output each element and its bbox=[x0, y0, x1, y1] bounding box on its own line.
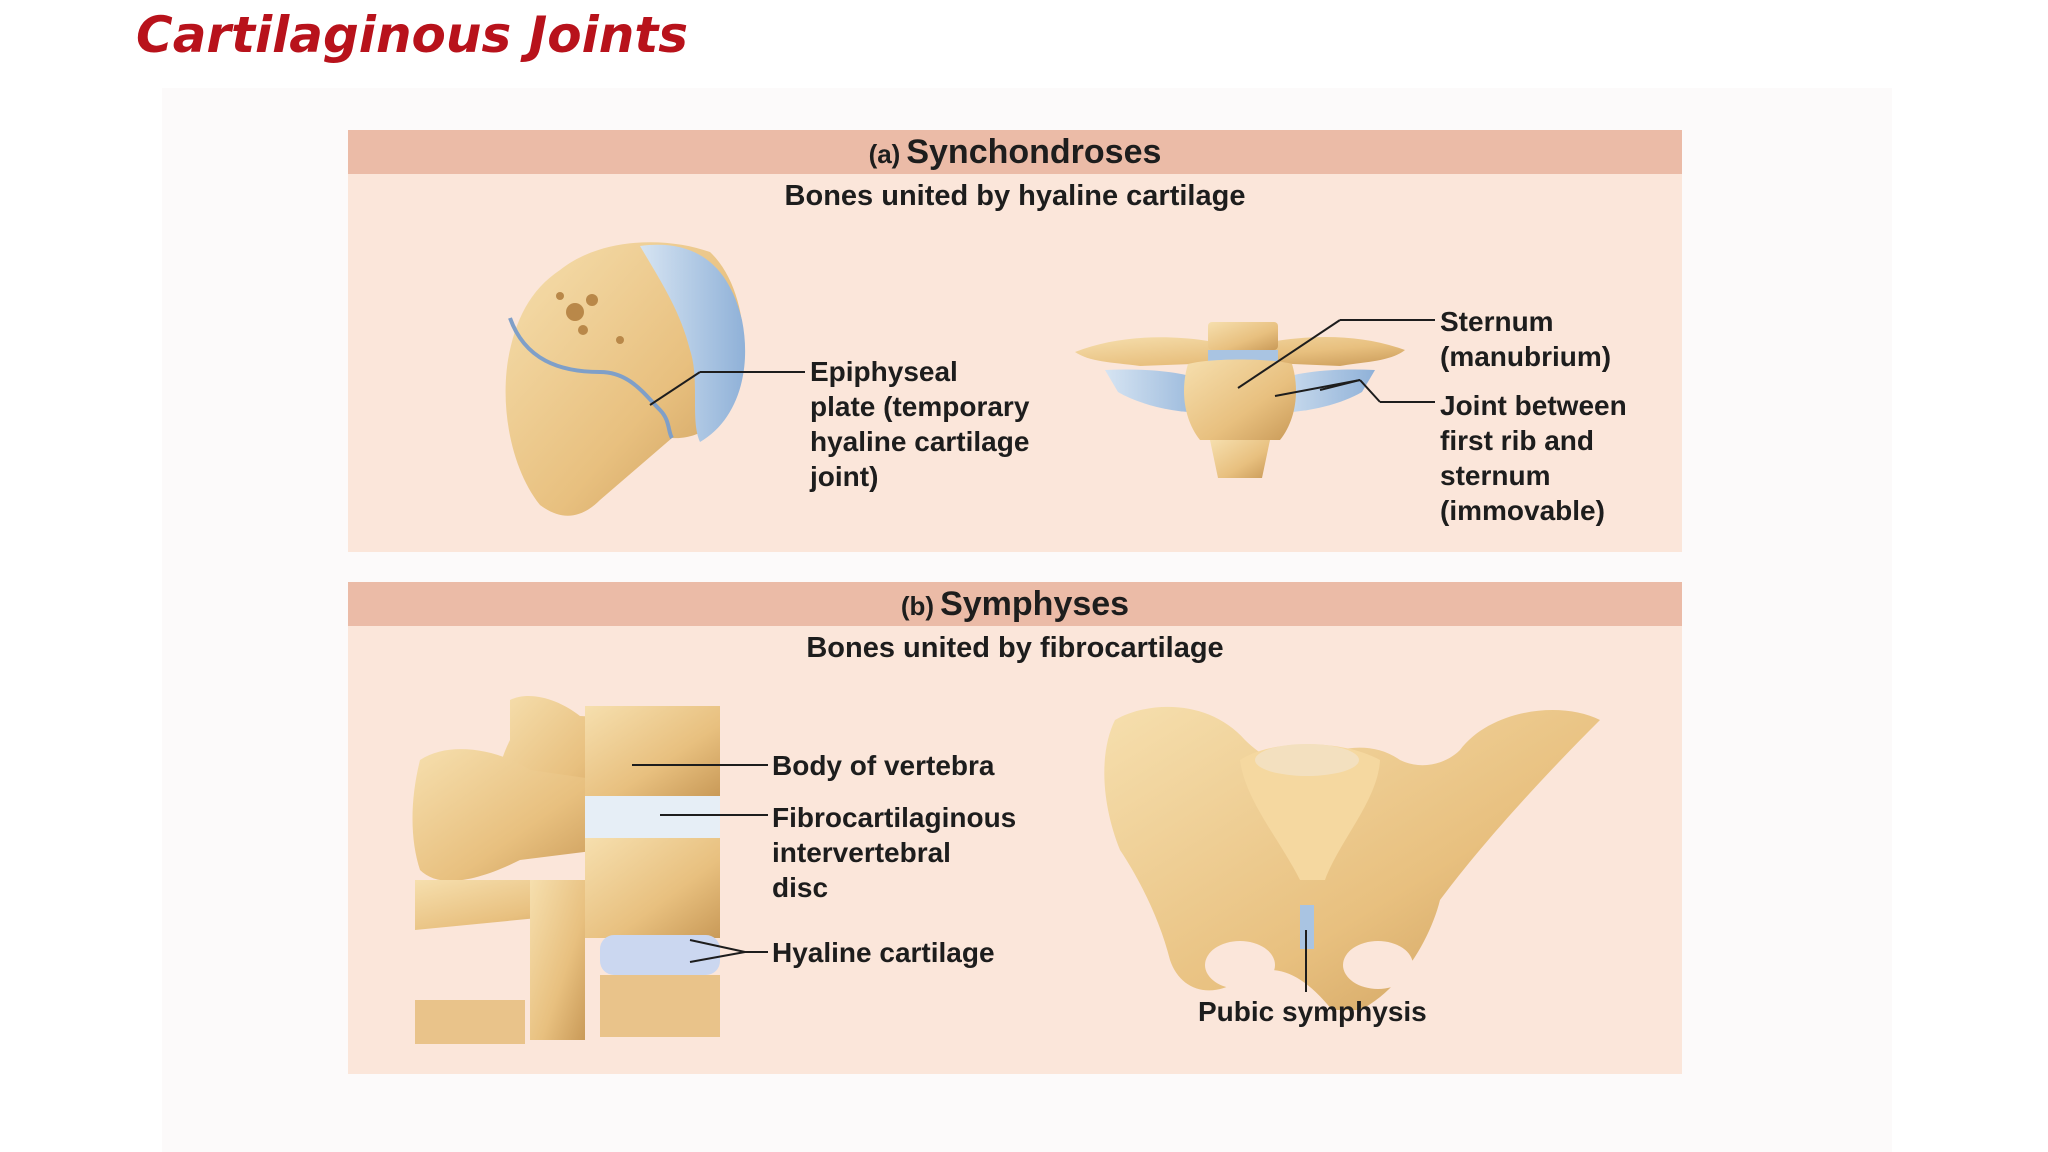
panel-a-prefix: (a) bbox=[868, 139, 901, 169]
label-pubic-symphysis: Pubic symphysis bbox=[1198, 996, 1427, 1027]
humerus-head-illustration bbox=[505, 242, 746, 516]
label-epiphyseal-line-4: joint) bbox=[810, 461, 879, 492]
sternum-ribs-illustration bbox=[1075, 322, 1405, 478]
label-vertebra-body: Body of vertebra bbox=[772, 750, 995, 781]
label-epiphyseal-line-2: plate (temporary bbox=[810, 391, 1030, 422]
label-epiphyseal-line-3: hyaline cartilage bbox=[810, 426, 1030, 457]
label-disc-line-2: intervertebral bbox=[772, 837, 951, 868]
label-disc-line-3: disc bbox=[772, 872, 829, 903]
label-sternum: Sternum (manubrium) bbox=[1440, 304, 1611, 374]
slide-title: Cartilaginous Joints bbox=[136, 6, 689, 64]
label-rib-joint-line-1: Joint between bbox=[1440, 390, 1627, 421]
panel-b-subtitle: Bones united by fibrocartilage bbox=[806, 632, 1224, 664]
label-rib-joint-line-3: sternum bbox=[1440, 460, 1551, 491]
label-epiphyseal-plate: Epiphyseal plate (temporary hyaline cart… bbox=[810, 354, 1029, 494]
leader-lines bbox=[632, 319, 1435, 992]
pelvis-illustration bbox=[1104, 706, 1600, 1010]
label-rib-joint-line-2: first rib and bbox=[1440, 425, 1595, 456]
panel-a-name: Synchondroses bbox=[906, 133, 1162, 171]
label-sternum-line-1: Sternum bbox=[1440, 306, 1554, 337]
label-rib-joint: Joint between first rib and sternum (imm… bbox=[1440, 388, 1627, 528]
label-rib-joint-line-4: (immovable) bbox=[1440, 495, 1605, 526]
panel-b-prefix: (b) bbox=[900, 591, 935, 621]
panel-b-header: (b)Symphyses bbox=[348, 582, 1682, 626]
panel-a-header: (a)Synchondroses bbox=[348, 130, 1682, 174]
panel-a-subtitle: Bones united by hyaline cartilage bbox=[784, 180, 1246, 212]
label-sternum-line-2: (manubrium) bbox=[1440, 341, 1612, 372]
label-disc-line-1: Fibrocartilaginous bbox=[772, 802, 1017, 833]
label-epiphyseal-line-1: Epiphyseal bbox=[810, 356, 958, 387]
panel-b-name: Symphyses bbox=[940, 585, 1130, 623]
vertebral-column-illustration bbox=[412, 695, 720, 1044]
label-hyaline-cartilage: Hyaline cartilage bbox=[772, 937, 995, 968]
label-disc: Fibrocartilaginous intervertebral disc bbox=[772, 800, 1016, 905]
